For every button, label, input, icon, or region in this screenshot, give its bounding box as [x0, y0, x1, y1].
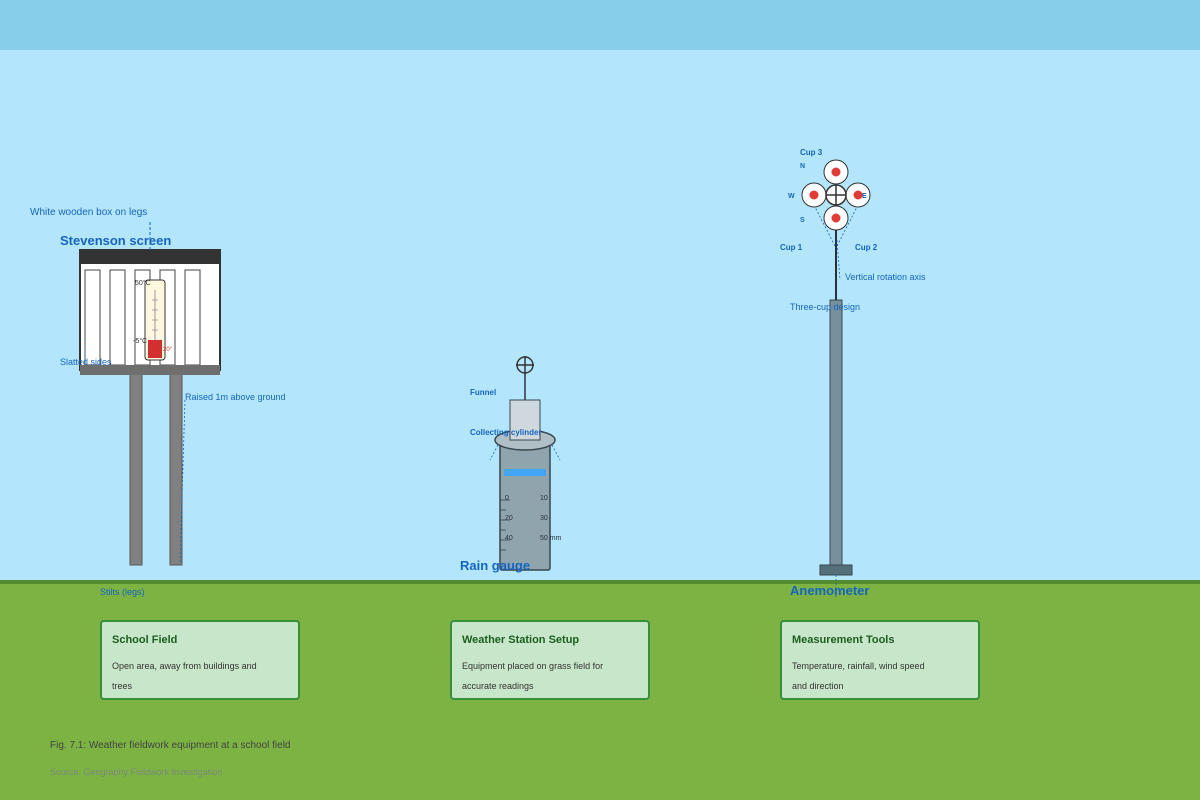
sky-band [0, 0, 1200, 50]
anemometer-title: Anemometer [790, 583, 869, 598]
label-funnel: Funnel [470, 388, 496, 397]
thermometer-bottom-label: -5°C [133, 337, 147, 345]
gauge-scale-right: 30 [540, 515, 548, 522]
card-school-field: School Field Open area, away from buildi… [100, 620, 300, 700]
gauge-water-level [504, 469, 546, 476]
cup-east-center [853, 190, 863, 200]
gauge-scale-right: 10 [540, 495, 548, 502]
rain-gauge: 0 20 40 10 30 50 mm Funnel Collecting cy… [460, 356, 562, 573]
gauge-scale-left: 40 [505, 535, 513, 542]
anemometer-base [819, 564, 853, 576]
figure-caption: Fig. 7.1: Weather fieldwork equipment at… [50, 740, 291, 751]
label-slats: Slatted sides [60, 357, 112, 367]
gauge-cylinder [509, 399, 541, 441]
card-body: Temperature, rainfall, wind speed and di… [792, 661, 925, 691]
label-cylinder: Collecting cylinder [470, 428, 542, 437]
stilt-left [129, 371, 143, 566]
card-body: Open area, away from buildings and trees [112, 661, 257, 691]
grass-edge [0, 580, 1200, 584]
stevenson-title: Stevenson screen [60, 233, 171, 248]
card-title: Weather Station Setup [462, 634, 580, 646]
leader-axis [836, 239, 841, 281]
card-weather-station: Weather Station Setup Equipment placed o… [450, 620, 650, 700]
gauge-body [499, 439, 551, 571]
card-body: Equipment placed on grass field for accu… [462, 661, 604, 691]
screen-base [80, 365, 220, 375]
label-cup3: Cup 3 [800, 148, 823, 157]
card-measurement-tools: Measurement Tools Temperature, rainfall,… [780, 620, 980, 700]
rain-gauge-title: Rain gauge [460, 558, 530, 573]
label-raised: Raised 1m above ground [185, 392, 286, 402]
compass-n: N [800, 163, 805, 170]
card-title: School Field [112, 634, 178, 646]
compass-s: S [800, 217, 805, 224]
label-axis: Vertical rotation axis [845, 272, 926, 282]
anemometer: N W E S Cup 3 Cup 1 Cup 2 Vertical rotat… [780, 148, 926, 598]
figure-source: Source: Geography Fieldwork Investigatio… [50, 767, 223, 777]
leader-funnel-right [551, 444, 561, 461]
leader-cup1 [813, 204, 837, 249]
gauge-scale-left: 0 [505, 495, 509, 502]
compass-w: W [788, 193, 795, 200]
cup-west-center [809, 190, 819, 200]
card-title: Measurement Tools [792, 634, 895, 646]
leader-funnel-left [489, 444, 499, 461]
leader-raised [179, 399, 186, 563]
label-cup2: Cup 2 [855, 243, 878, 252]
cup-north-center [831, 167, 841, 177]
stevenson-screen: 50°C -5°C 20° White wooden box on legs S… [30, 207, 286, 597]
anemometer-pole [829, 299, 843, 569]
compass-e: E [862, 193, 867, 200]
thermometer-reading: 20° [163, 347, 173, 353]
label-box: White wooden box on legs [30, 207, 147, 218]
label-design: Three-cup design [790, 302, 860, 312]
gauge-scale-left: 20 [505, 515, 513, 522]
stilt-right [169, 371, 183, 566]
thermometer-top-label: 50°C [135, 279, 151, 287]
label-stilts: Stilts (legs) [100, 587, 145, 597]
gauge-scale-right: 50 mm [540, 535, 562, 542]
label-cup1: Cup 1 [780, 243, 803, 252]
cup-south-center [831, 213, 841, 223]
thermometer-mercury [148, 340, 162, 358]
screen-roof [80, 250, 220, 264]
leader-cup2 [835, 204, 859, 249]
